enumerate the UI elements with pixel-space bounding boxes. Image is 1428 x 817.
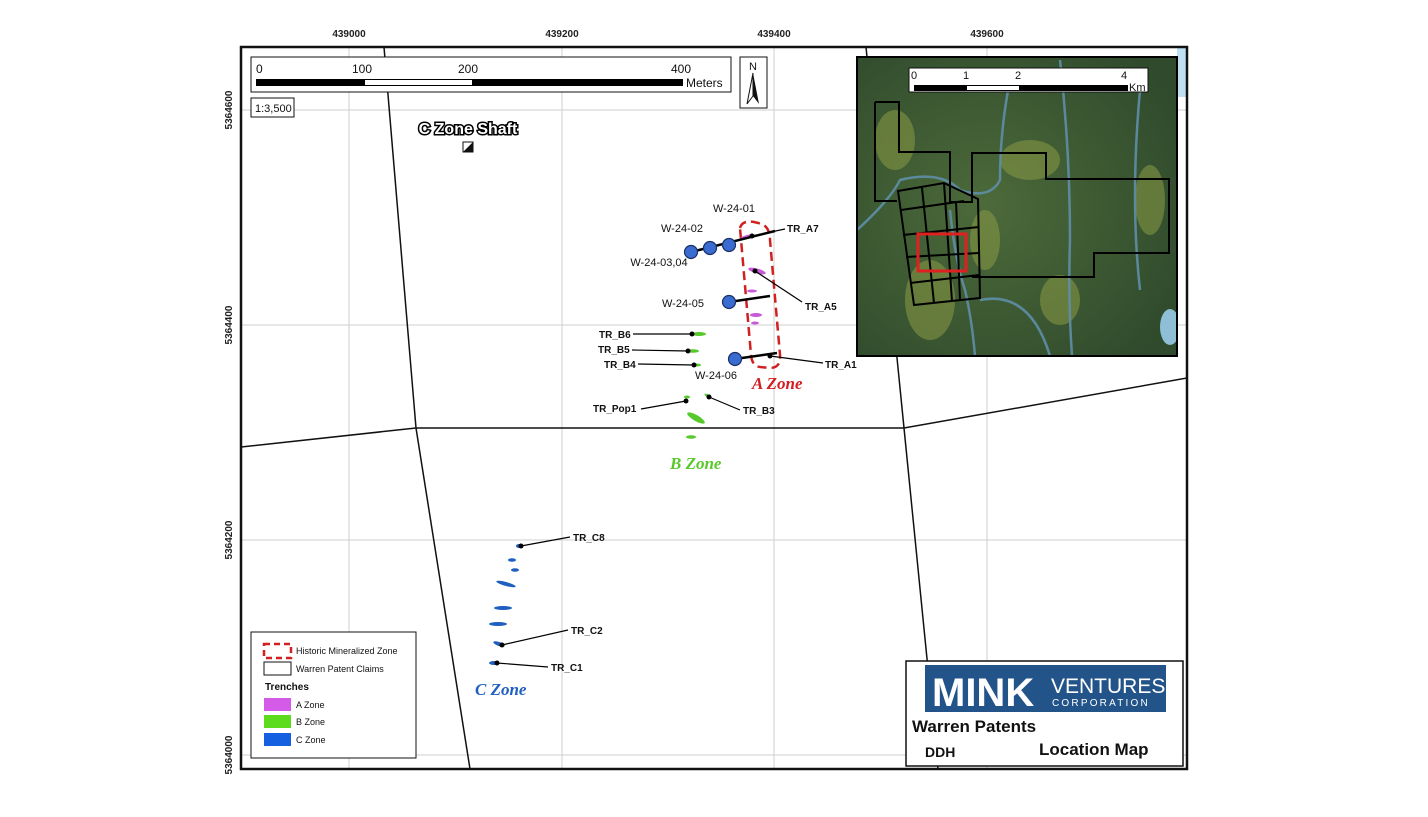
drill-hole-w-24-02[interactable]: [702, 240, 718, 256]
inset-scale-bar: 0 1 2 4 Km: [908, 67, 1149, 94]
x-tick: 439200: [545, 29, 579, 40]
drill-collars[interactable]: [683, 237, 743, 367]
legend-c-zone-swatch: [264, 733, 291, 746]
legend-label: Historic Mineralized Zone: [296, 646, 398, 656]
logo-sub: CORPORATION: [1052, 698, 1150, 709]
svg-text:N: N: [749, 61, 757, 73]
scale-unit: Meters: [686, 76, 723, 90]
c-zone-label: C Zone: [475, 680, 527, 699]
y-axis-ticks: 5364600 5364400 5364200 5364000: [224, 90, 235, 774]
x-axis-ticks: 439000 439200 439400 439600: [332, 29, 1004, 40]
trench-label: TR_Pop1: [593, 404, 637, 415]
inset-scale-label: 2: [1015, 70, 1021, 82]
trench-label: TR_B4: [604, 360, 636, 371]
inset-location-box: [916, 232, 968, 273]
b-zone-label: B Zone: [669, 454, 722, 473]
x-tick: 439000: [332, 29, 366, 40]
a-zone-label: A Zone: [751, 374, 803, 393]
scale-label: 100: [352, 62, 372, 76]
y-tick: 5364400: [224, 305, 235, 344]
drill-label: W-24-05: [662, 298, 704, 310]
scale-ratio: 1:3,500: [250, 97, 295, 118]
water-body: [1177, 47, 1187, 97]
inset-claims: [874, 101, 1170, 307]
legend-historic-swatch: [262, 642, 293, 660]
legend-claims-swatch: [263, 661, 292, 676]
inset-map: 0 1 2 4 Km: [856, 56, 1178, 357]
map-title: Location Map: [1039, 740, 1149, 759]
trench-label: TR_B5: [598, 345, 630, 356]
trench-leaders: [496, 228, 824, 668]
x-tick: 439400: [757, 29, 791, 40]
trench-label: TR_A5: [805, 302, 837, 313]
drill-hole-labels: W-24-01 W-24-02 W-24-03,04 W-24-05 W-24-…: [630, 203, 755, 382]
trench-label: TR_C2: [571, 626, 603, 637]
shaft-icon: [462, 141, 474, 153]
trench-label: TR_C1: [551, 663, 583, 674]
y-tick: 5364200: [224, 520, 235, 559]
legend-a-zone-swatch: [264, 698, 291, 711]
north-arrow-icon: N: [739, 56, 768, 109]
drill-hole-w-24-05[interactable]: [721, 294, 737, 310]
scale-label: 400: [671, 62, 691, 76]
drill-hole-w-24-03-04[interactable]: [683, 244, 699, 260]
legend-heading: Trenches: [265, 682, 309, 693]
scale-bar: 0 100 200 400 Meters: [250, 56, 732, 93]
inset-scale-label: 4: [1121, 70, 1127, 82]
map-frame: [239, 45, 1189, 771]
legend-label: A Zone: [296, 700, 325, 710]
drill-label: W-24-02: [661, 223, 703, 235]
legend-b-zone-swatch: [264, 715, 291, 728]
map-subtitle: DDH: [925, 744, 955, 760]
legend-label: B Zone: [296, 717, 325, 727]
inset-scale-unit: Km: [1129, 82, 1146, 94]
drill-hole-w-24-06[interactable]: [727, 351, 743, 367]
trench-label: TR_A7: [787, 224, 819, 235]
drill-label: W-24-06: [695, 370, 737, 382]
trench-label: TR_A1: [825, 360, 857, 371]
trench-label: TR_B3: [743, 406, 775, 417]
title-block: MINK VENTURES CORPORATION Warren Patents…: [905, 660, 1184, 767]
inset-scale-label: 1: [963, 70, 969, 82]
logo-sub: VENTURES: [1051, 675, 1165, 698]
shaft-label: C Zone Shaft: [419, 121, 518, 138]
historic-mineralized-zone: [738, 220, 782, 370]
inset-scale-label: 0: [911, 70, 917, 82]
trench-labels: TR_A7 TR_A5 TR_A1 TR_B6 TR_B5 TR_B4 TR_P…: [551, 224, 857, 674]
y-tick: 5364000: [224, 735, 235, 774]
trench-label: TR_B6: [599, 330, 631, 341]
x-tick: 439600: [970, 29, 1004, 40]
logo-main: MINK: [932, 671, 1034, 715]
svg-text:1:3,500: 1:3,500: [255, 103, 292, 115]
legend: Historic Mineralized Zone Warren Patent …: [250, 631, 417, 759]
legend-label: C Zone: [296, 735, 326, 745]
project-title: Warren Patents: [912, 717, 1036, 736]
drill-label: W-24-03,04: [630, 257, 687, 269]
trench-points: [494, 233, 773, 666]
drill-hole-w-24-01[interactable]: [721, 237, 737, 253]
legend-label: Warren Patent Claims: [296, 664, 384, 674]
drill-label: W-24-01: [713, 203, 755, 215]
y-tick: 5364600: [224, 90, 235, 129]
scale-label: 0: [256, 62, 263, 76]
trench-label: TR_C8: [573, 533, 605, 544]
scale-label: 200: [458, 62, 478, 76]
company-logo: [925, 665, 1166, 712]
